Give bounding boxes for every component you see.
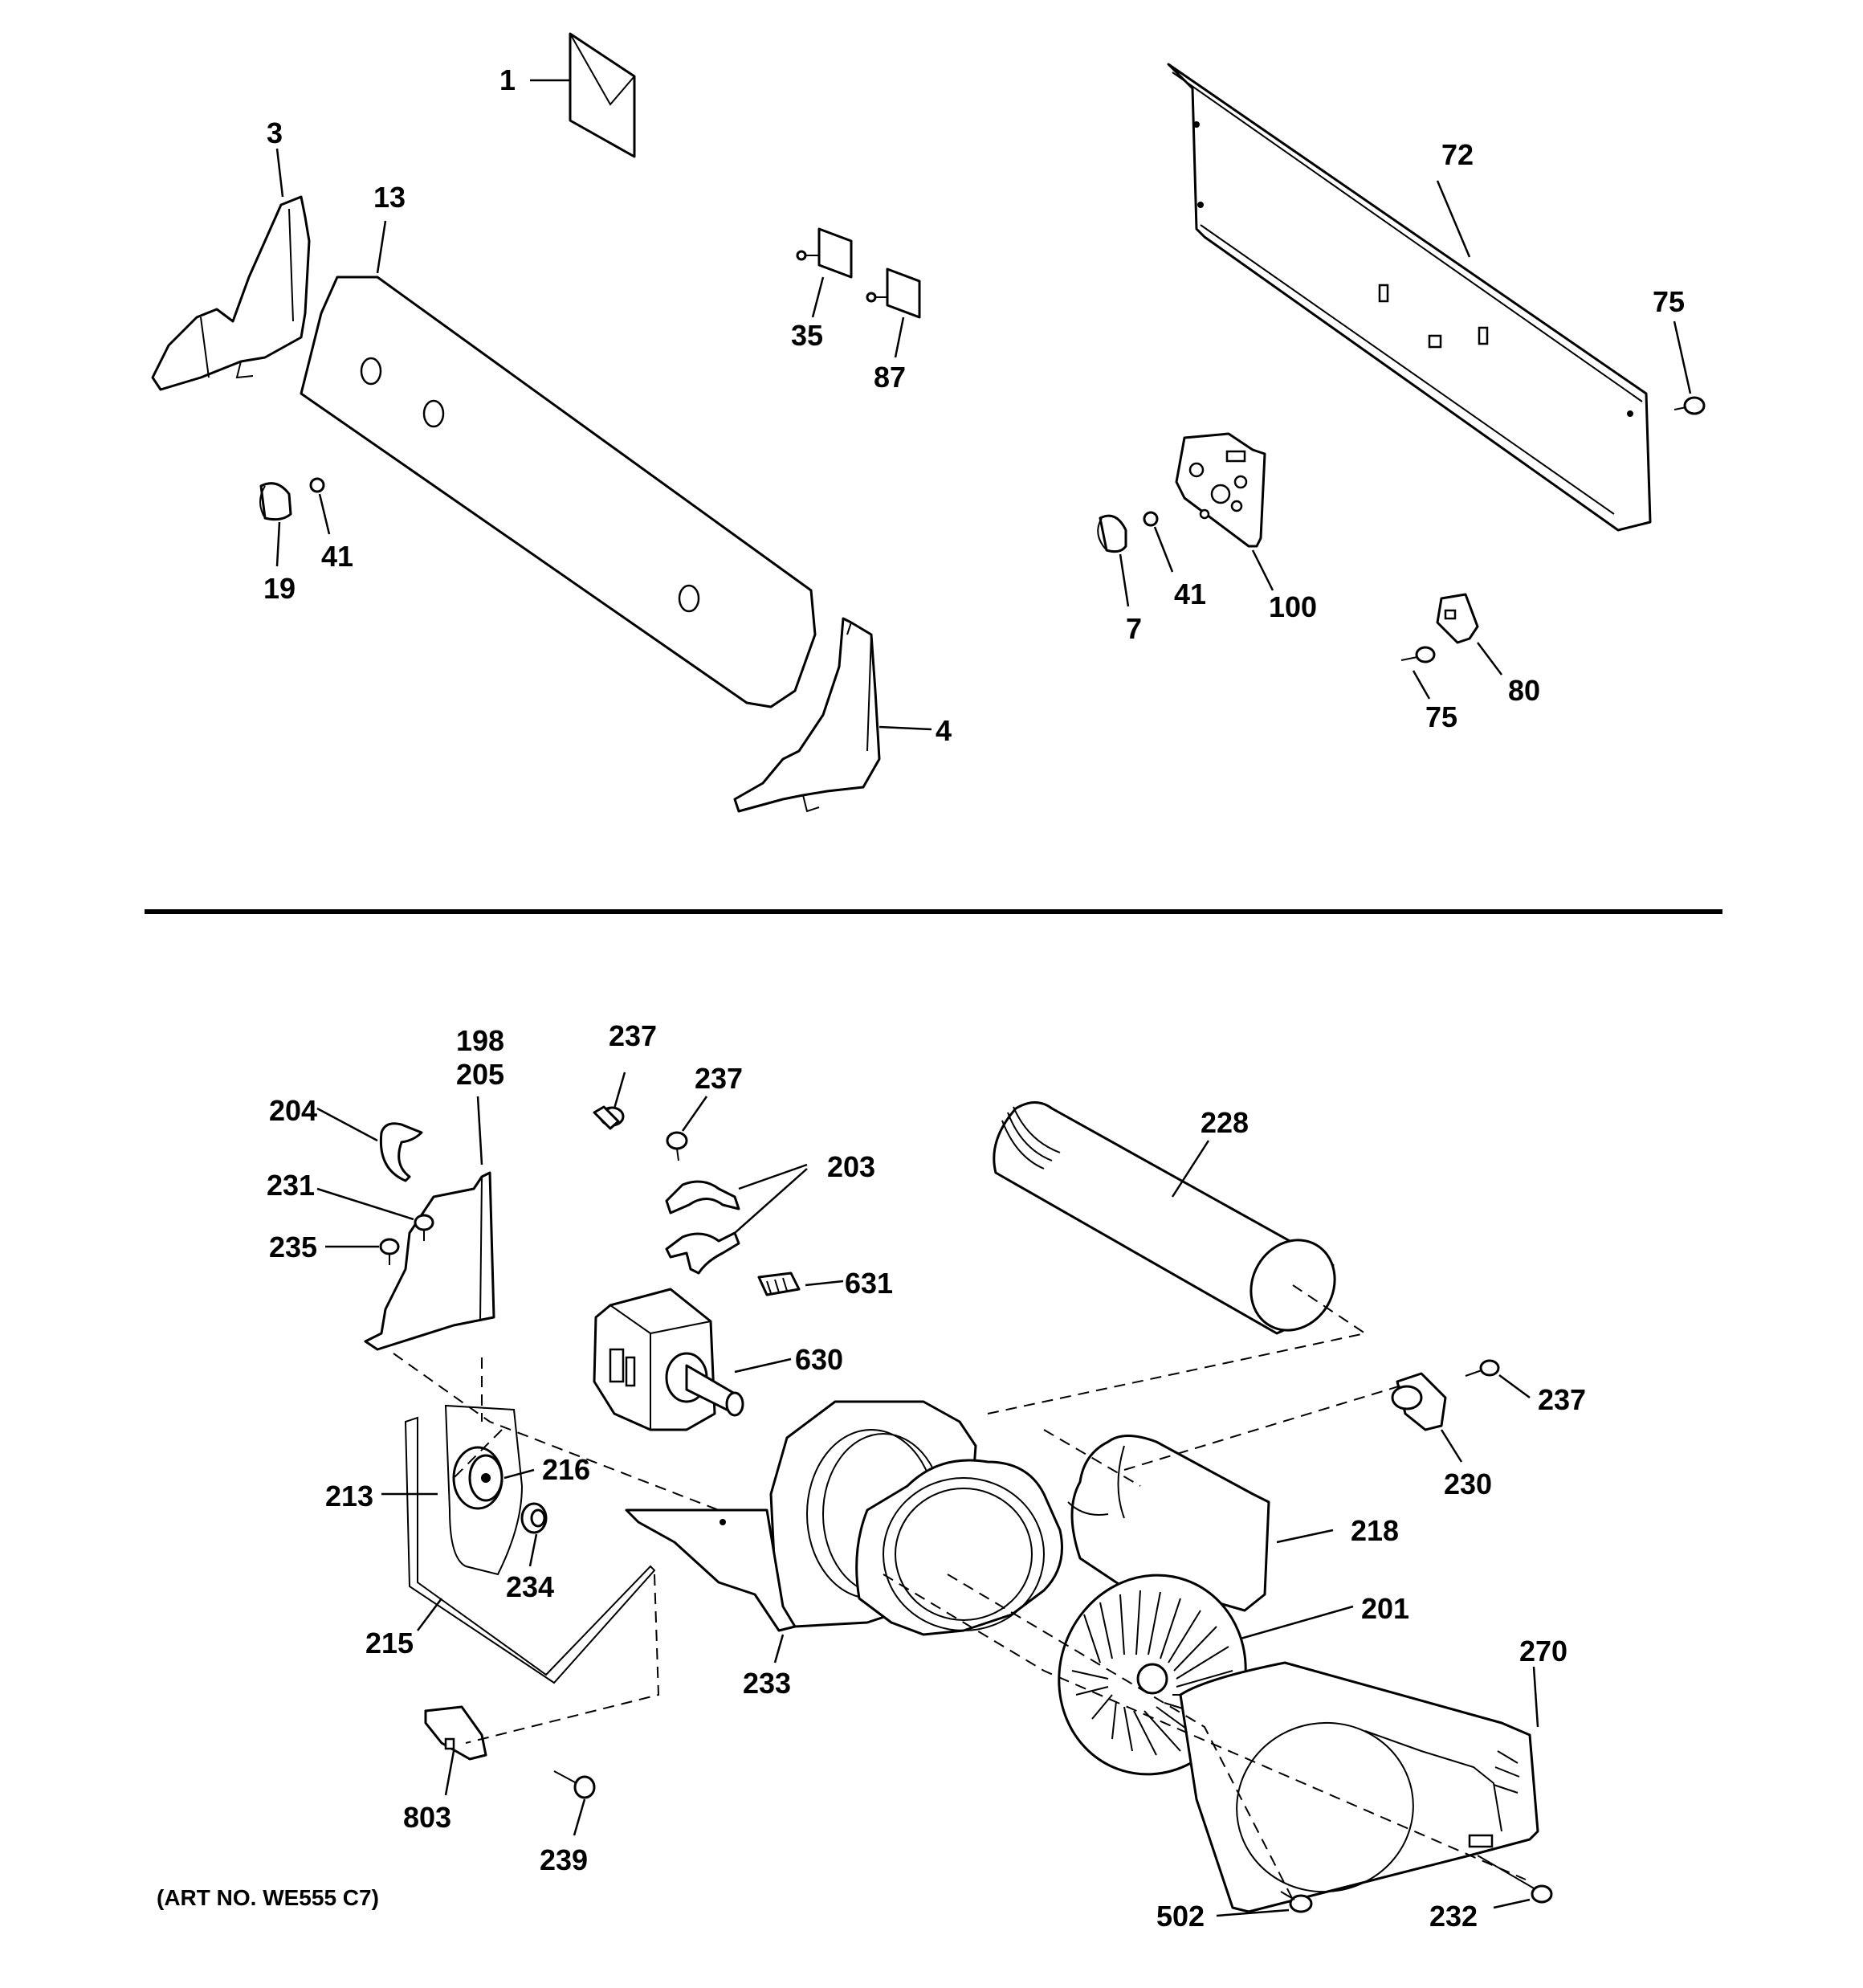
part-87-switch: [866, 267, 921, 358]
callout-1: 1: [499, 63, 516, 96]
callout-803: 803: [403, 1801, 451, 1834]
part-203-clamp-lower: [665, 1168, 808, 1275]
part-231-screw: [316, 1187, 434, 1241]
part-235-screw: [325, 1238, 400, 1265]
part-237-screw-c: [1465, 1359, 1531, 1399]
part-204-clip: [316, 1107, 423, 1182]
callout-75-top: 75: [1653, 285, 1685, 318]
callout-232: 232: [1429, 1900, 1478, 1933]
callout-198: 198: [456, 1024, 504, 1057]
callout-100: 100: [1269, 590, 1317, 623]
part-230-thermostat: [1391, 1372, 1463, 1463]
part-75-screw-top: [1673, 320, 1706, 415]
assembly-dash-lines: [393, 1284, 1527, 1900]
callout-630: 630: [795, 1343, 843, 1376]
callout-215: 215: [365, 1627, 414, 1659]
callout-7: 7: [1126, 612, 1142, 645]
part-234-pulley-small: [520, 1502, 548, 1567]
part-232-screw: [1477, 1855, 1553, 1909]
callout-87: 87: [874, 361, 906, 394]
callout-237-b: 237: [695, 1062, 743, 1095]
callout-41-right: 41: [1174, 578, 1206, 610]
part-237-screw-a: [593, 1072, 626, 1130]
callout-72: 72: [1441, 138, 1474, 171]
callout-201: 201: [1361, 1592, 1409, 1625]
part-100-timer: [1175, 432, 1274, 591]
part-35-switch: [796, 227, 853, 318]
callout-228: 228: [1201, 1106, 1249, 1139]
part-1-envelope: [530, 32, 636, 158]
callout-237-a: 237: [609, 1019, 657, 1052]
part-41-spacer-left: [309, 477, 331, 535]
part-80-bracket: [1436, 593, 1502, 676]
callout-270: 270: [1519, 1635, 1567, 1668]
part-7-knob: [1097, 514, 1130, 607]
callout-80: 80: [1508, 674, 1540, 707]
callout-218: 218: [1351, 1514, 1399, 1547]
callout-35: 35: [791, 319, 823, 352]
part-198-205-bracket: [364, 1096, 495, 1351]
part-3-left-endcap: [151, 148, 311, 391]
part-228-duct: [993, 1101, 1336, 1335]
callout-235: 235: [269, 1231, 317, 1263]
callout-234: 234: [506, 1570, 554, 1603]
part-201-housing-ring: [855, 1459, 1354, 1640]
part-270-rear-cover: [1179, 1661, 1539, 1913]
callout-labels: 1 3 13 35 87 72 75 19 41 4 7 41 100 80 7…: [157, 63, 1685, 1933]
callout-4: 4: [936, 714, 952, 747]
part-803-switch: [424, 1705, 487, 1796]
callout-231: 231: [267, 1169, 315, 1202]
part-630-motor: [593, 1288, 792, 1431]
callout-204: 204: [269, 1094, 317, 1127]
callout-502: 502: [1156, 1900, 1205, 1933]
callout-239: 239: [540, 1843, 588, 1876]
callout-205: 205: [456, 1058, 504, 1091]
part-216-pulley: [452, 1446, 535, 1510]
callout-41-left: 41: [321, 540, 353, 573]
callout-230: 230: [1444, 1468, 1492, 1500]
art-number-caption: (ART NO. WE555 C7): [157, 1885, 379, 1910]
callout-216: 216: [542, 1453, 590, 1486]
part-75-screw-bottom: [1400, 646, 1436, 700]
callout-237-c: 237: [1538, 1383, 1586, 1416]
callout-3: 3: [267, 116, 283, 149]
callout-13: 13: [373, 181, 406, 214]
part-213-belt: [381, 1404, 524, 1576]
part-237-screw-b: [666, 1096, 708, 1161]
part-203-clamp-upper: [665, 1163, 808, 1214]
part-72-back-panel: [1167, 63, 1652, 532]
part-631-connector: [757, 1272, 844, 1296]
part-218-blower-housing: [1067, 1435, 1334, 1612]
callout-213: 213: [325, 1480, 373, 1512]
part-41-spacer-right: [1143, 511, 1174, 573]
callout-631: 631: [845, 1267, 893, 1300]
callout-75-bottom: 75: [1425, 700, 1457, 733]
part-13-control-panel: [300, 220, 817, 708]
part-239-screw: [553, 1770, 596, 1836]
part-4-right-endcap: [733, 617, 932, 813]
callout-203: 203: [827, 1150, 875, 1183]
part-19-knob: [259, 482, 292, 567]
callout-233: 233: [743, 1667, 791, 1700]
callout-19: 19: [263, 572, 296, 605]
part-215-idler-arm: [404, 1416, 656, 1684]
